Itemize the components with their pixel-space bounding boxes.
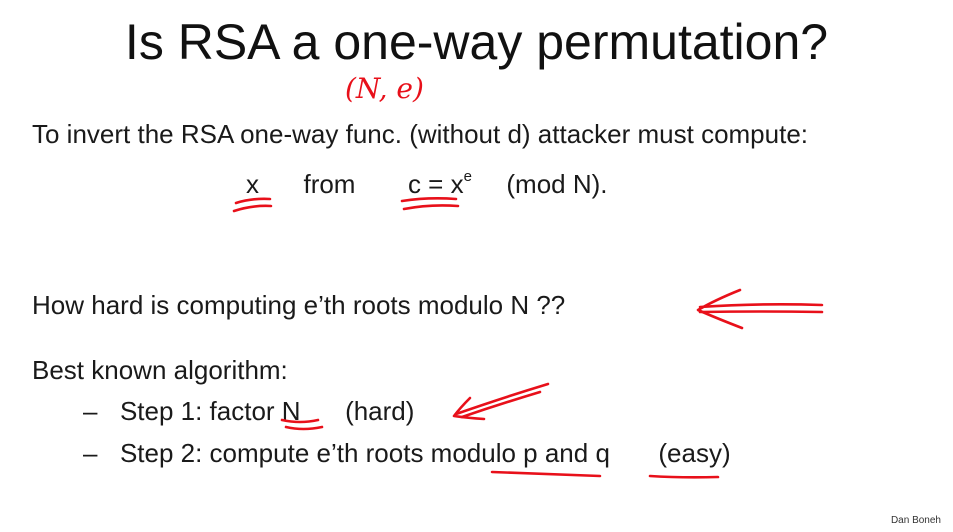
- step-2-note: (easy): [658, 438, 731, 468]
- mod-n: (mod N).: [506, 169, 608, 199]
- handwritten-params-annotation: (N, e): [345, 72, 424, 105]
- bullet-dash: –: [83, 438, 98, 468]
- underline-x-2: [232, 204, 273, 213]
- slide-title: Is RSA a one-way permutation?: [124, 14, 829, 70]
- invert-statement: To invert the RSA one-way func. (without…: [32, 119, 809, 149]
- step-2: – Step 2: compute e’th roots modulo p an…: [83, 437, 731, 469]
- underline-modulo-p: [490, 470, 602, 478]
- author-credit: Dan Boneh: [890, 515, 941, 526]
- step-1-note: (hard): [345, 396, 415, 426]
- step-2-text: Step 2: compute e’th roots modulo p and …: [119, 438, 610, 468]
- underline-xe-2: [402, 204, 460, 211]
- best-known-algorithm-heading: Best known algorithm:: [32, 355, 288, 385]
- bullet-dash: –: [83, 396, 98, 426]
- arrow-left-icon: [698, 303, 824, 309]
- variable-x: x: [246, 169, 259, 199]
- step-1-text: Step 1: factor N: [119, 396, 301, 426]
- question-eth-roots: How hard is computing e’th roots modulo …: [32, 290, 566, 320]
- compute-x-from-c-line: x from c = xe (mod N).: [246, 168, 608, 205]
- underline-q: [648, 474, 720, 479]
- word-from: from: [303, 169, 356, 199]
- exponent-e: e: [463, 168, 472, 185]
- arrow-to-hard-icon: [454, 382, 550, 416]
- equation-c: c = x: [407, 169, 464, 199]
- step-1: – Step 1: factor N (hard): [83, 395, 414, 427]
